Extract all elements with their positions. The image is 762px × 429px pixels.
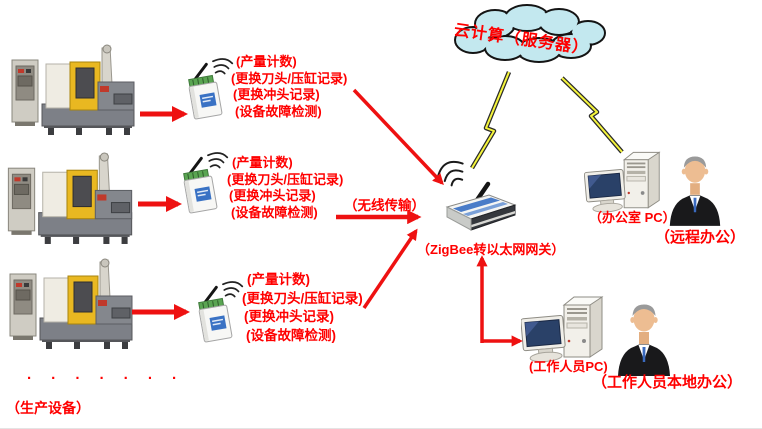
production-machine-2-icon [2, 150, 134, 246]
row1-toolhead-record-label: (更换刀头/压缸记录) [231, 70, 348, 86]
zigbee-ethernet-gateway-icon [433, 145, 538, 237]
sensor-row-1-labels: (产量计数) (更换刀头/压缸记录) (更换冲头记录) (设备故障检测) [231, 54, 347, 120]
sensor-row-3-labels: (产量计数) (更换刀头/压缸记录) (更换冲头记录) (设备故障检测) [242, 271, 363, 345]
staff-local-office-label: （工作人员本地办公） [592, 374, 743, 391]
row1-production-count-label: (产量计数) [236, 54, 297, 69]
row3-production-count-label: (产量计数) [247, 272, 310, 287]
production-machine-1-icon [6, 42, 136, 137]
row3-toolhead-record-label: (更换刀头/压缸记录) [242, 290, 363, 306]
row2-toolhead-record-label: (更换刀头/压缸记录) [227, 171, 344, 187]
staff-pc-label: (工作人员PC) [529, 359, 608, 374]
more-machines-ellipsis: · · · · · · · [27, 370, 182, 387]
zigbee-sensor-node-3-icon [196, 281, 244, 349]
row2-fault-detect-label: (设备故障检测) [231, 204, 318, 220]
row3-punch-record-label: (更换冲头记录) [244, 309, 334, 324]
arrow-row3-to-gateway [362, 228, 418, 309]
arrow-row1-to-gateway [352, 88, 444, 186]
row2-production-count-label: (产量计数) [232, 155, 293, 170]
lightning-cloud-to-officepc-icon [560, 76, 624, 154]
gateway-label: （ZigBee转以太网网关） [417, 242, 565, 257]
remote-office-label: （远程办公） [655, 229, 746, 246]
row1-punch-record-label: (更换冲头记录) [233, 87, 320, 102]
row3-fault-detect-label: (设备故障检测) [246, 327, 336, 343]
zigbee-sensor-node-2-icon [181, 152, 229, 220]
row1-fault-detect-label: (设备故障检测) [235, 103, 322, 119]
sensor-row-2-labels: (产量计数) (更换刀头/压缸记录) (更换冲头记录) (设备故障检测) [227, 155, 343, 221]
zigbee-sensor-node-1-icon [186, 58, 234, 126]
office-pc-label: （办公室 PC） [589, 210, 676, 225]
production-equipment-label: （生产设备） [6, 400, 90, 416]
local-worker-avatar [612, 300, 676, 376]
wireless-transmission-label: （无线传输） [344, 198, 425, 213]
row2-punch-record-label: (更换冲头记录) [229, 188, 316, 203]
production-machine-3-icon [4, 256, 134, 351]
